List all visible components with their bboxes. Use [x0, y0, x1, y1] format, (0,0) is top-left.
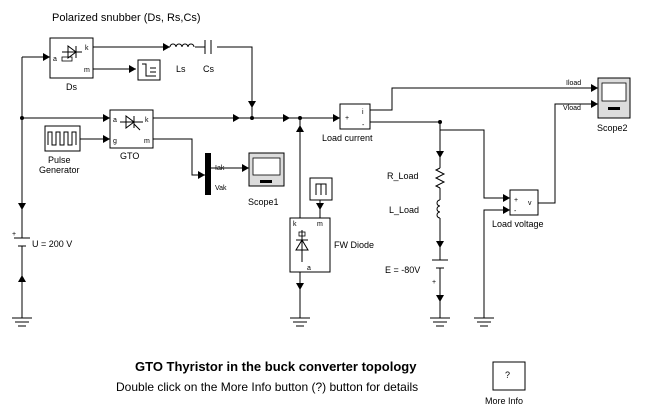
scope1-in2-label: Vak: [215, 185, 227, 192]
scope2-block[interactable]: Iload Vload Scope2: [563, 77, 631, 133]
more-info-label: More Info: [485, 396, 523, 406]
cs-capacitor[interactable]: Cs: [203, 40, 214, 74]
pulse-label-line2: Generator: [39, 165, 80, 175]
fw-port-a: a: [307, 265, 311, 272]
gto-port-m: m: [144, 138, 150, 145]
terminator-block[interactable]: [137, 59, 161, 81]
l-load-inductor[interactable]: L_Load: [389, 199, 441, 219]
junction-dots: [20, 116, 442, 124]
fw-diode-label: FW Diode: [334, 240, 374, 250]
pulse-label-line1: Pulse: [48, 155, 71, 165]
u-voltage-source[interactable]: + U = 200 V: [12, 231, 72, 254]
ground-icon: [12, 317, 32, 327]
diagram-title: GTO Thyristor in the buck converter topo…: [135, 359, 417, 374]
scope1-block[interactable]: Scope1: [248, 152, 285, 207]
ds-port-k: k: [85, 45, 89, 52]
e-voltage-source[interactable]: E = -80V +: [385, 258, 448, 286]
ls-label: Ls: [176, 64, 186, 74]
gto-port-g: g: [113, 138, 117, 145]
ds-port-a: a: [53, 56, 57, 63]
scope2-label: Scope2: [597, 123, 628, 133]
e-source-label: E = -80V: [385, 265, 420, 275]
u-source-plus: +: [12, 231, 16, 238]
fw-port-k: k: [293, 221, 297, 228]
fw-terminator-block[interactable]: [309, 177, 333, 201]
diagram-subtitle: Double click on the More Info button (?)…: [116, 380, 418, 394]
u-source-label: U = 200 V: [32, 239, 72, 249]
scope2-in2-label: Vload: [563, 105, 581, 112]
gto-label: GTO: [120, 151, 139, 161]
load-voltage-block[interactable]: + - v Load voltage: [492, 189, 544, 229]
cs-label: Cs: [203, 64, 214, 74]
scope1-mux: Iak Vak: [205, 153, 227, 195]
lc-plus: +: [345, 115, 349, 122]
r-load-resistor[interactable]: R_Load: [387, 167, 446, 189]
wire-arrows: [18, 43, 598, 302]
gto-block[interactable]: a k g m GTO: [109, 109, 154, 161]
lv-minus: -: [514, 208, 517, 215]
ground-icon: [290, 317, 310, 327]
scope2-in1-label: Iload: [566, 80, 581, 87]
lc-out: i: [362, 109, 364, 116]
wires: [21, 46, 598, 318]
load-current-block[interactable]: + - i Load current: [322, 103, 373, 143]
ground-icon: [474, 317, 494, 327]
pulse-generator-block[interactable]: Pulse Generator: [39, 125, 81, 175]
snubber-title: Polarized snubber (Ds, Rs,Cs): [52, 12, 201, 24]
more-info-button[interactable]: ? More Info: [485, 361, 526, 406]
scope1-in1-label: Iak: [215, 165, 225, 172]
ls-inductor[interactable]: Ls: [169, 43, 195, 74]
ground-icon: [430, 317, 450, 327]
lv-plus: +: [514, 197, 518, 204]
l-load-label: L_Load: [389, 205, 419, 215]
load-current-label: Load current: [322, 133, 373, 143]
ds-diode-block[interactable]: a k m Ds: [49, 37, 94, 92]
fw-diode-block[interactable]: k m a FW Diode: [289, 217, 374, 273]
lc-minus: -: [362, 122, 365, 129]
ds-label: Ds: [66, 82, 77, 92]
e-source-plus: +: [432, 279, 436, 286]
scope1-label: Scope1: [248, 197, 279, 207]
ground-symbols: [12, 317, 494, 327]
more-info-icon: ?: [505, 370, 510, 380]
gto-port-k: k: [145, 117, 149, 124]
load-voltage-label: Load voltage: [492, 219, 544, 229]
fw-port-m: m: [317, 221, 323, 228]
lv-out: v: [528, 200, 532, 207]
ds-port-m: m: [84, 67, 90, 74]
gto-port-a: a: [113, 117, 117, 124]
r-load-label: R_Load: [387, 171, 419, 181]
